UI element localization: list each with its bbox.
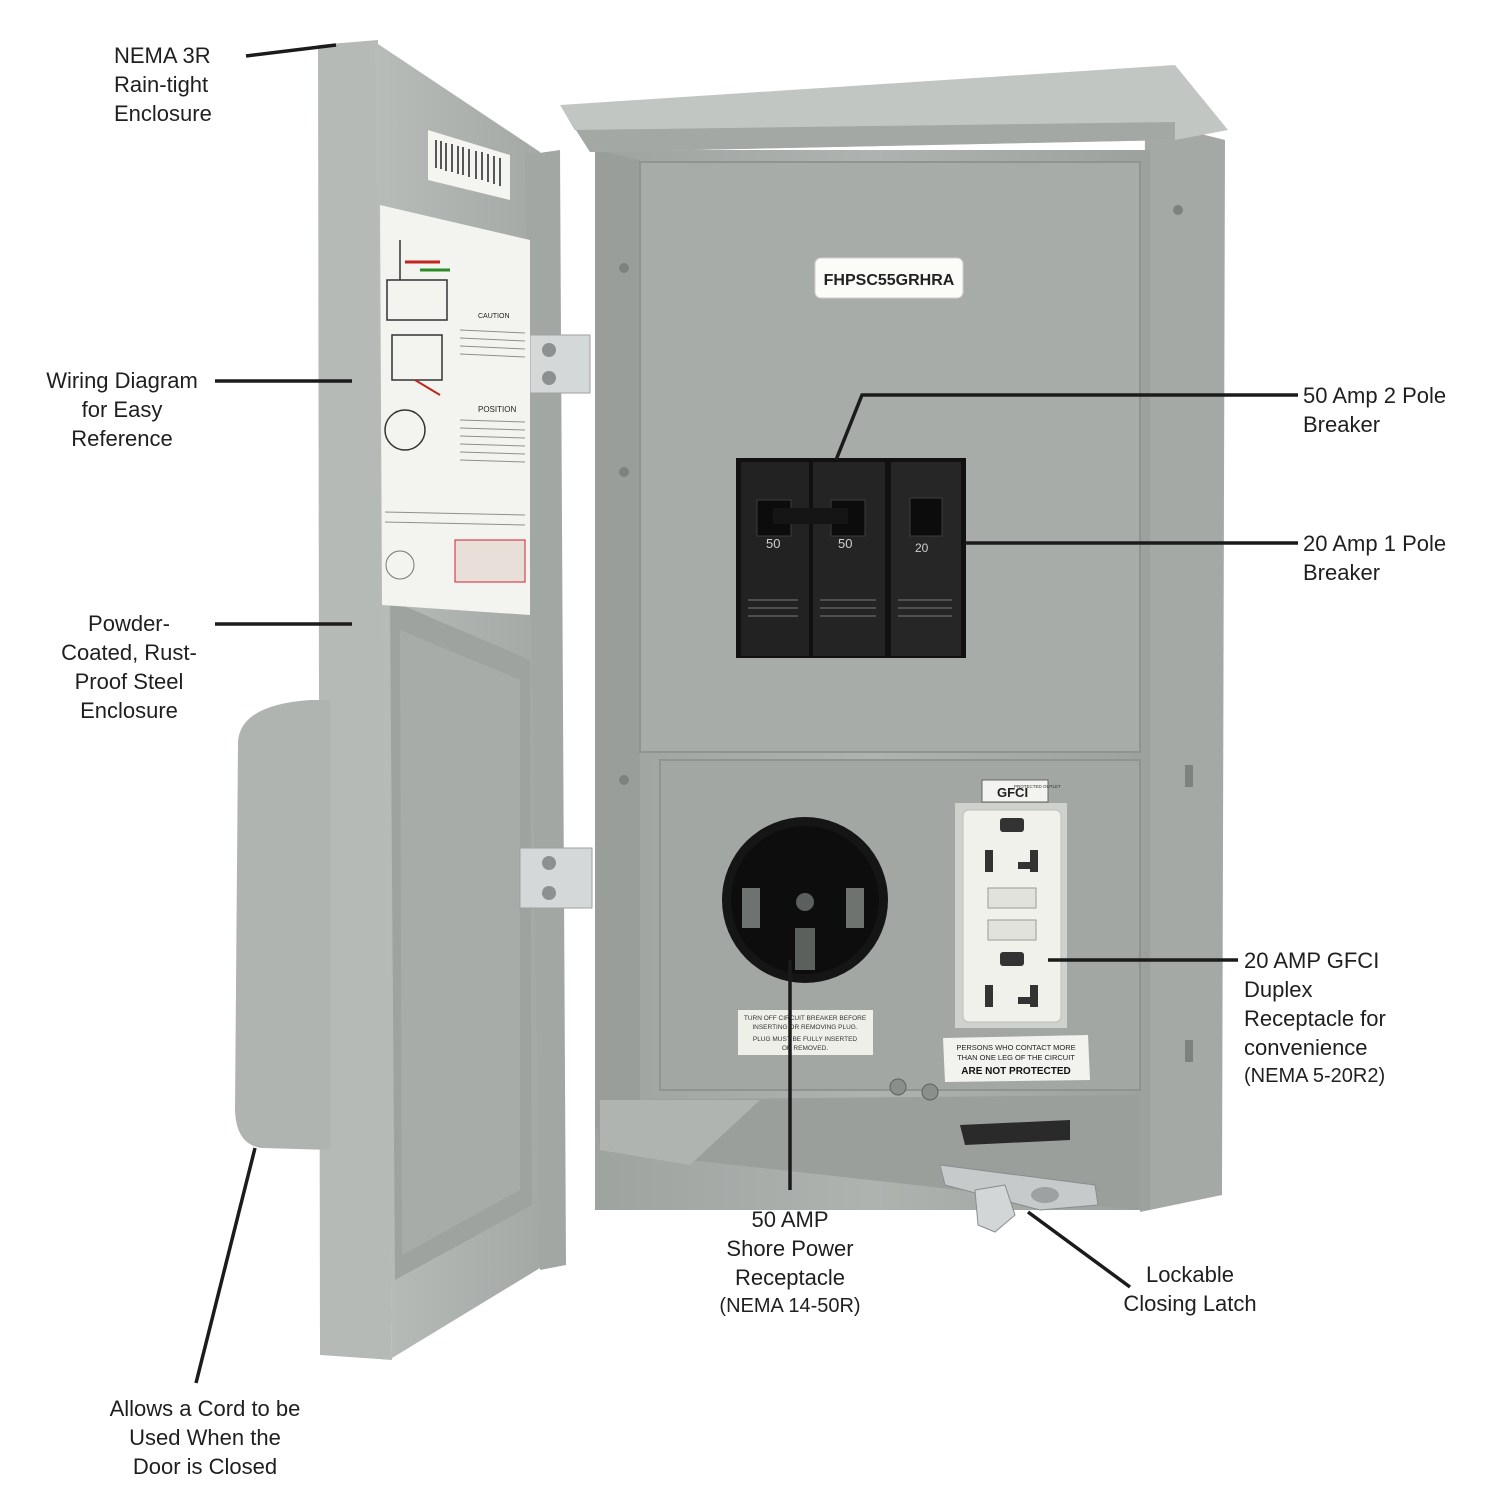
enclosure-side-wall	[1140, 120, 1225, 1212]
gfci-badge-sub: PROTECTED OUTLET	[1014, 784, 1061, 789]
callout-shore-line-1: 50 AMP	[751, 1207, 829, 1232]
callout-gfci: 20 AMP GFCI Duplex Receptacle for conven…	[1244, 946, 1386, 1091]
callout-breaker50: 50 Amp 2 Pole Breaker	[1303, 381, 1446, 439]
leader-breaker50	[834, 393, 1298, 461]
gfci-badge: GFCI	[997, 785, 1028, 800]
callout-breaker20-line-1: 20 Amp 1 Pole	[1303, 531, 1447, 556]
callout-shore: 50 AMP Shore Power Receptacle (NEMA 14-5…	[680, 1205, 900, 1321]
leader-cord	[194, 1147, 257, 1384]
callout-wiring-line-3: Reference	[71, 426, 173, 451]
door-label-position: POSITION	[478, 405, 516, 414]
breaker-block: 50 50 20	[736, 458, 966, 658]
callout-gfci-line-3: Receptacle for	[1244, 1006, 1386, 1031]
callout-nema3r-line-1: NEMA 3R	[114, 43, 211, 68]
callout-nema3r: NEMA 3R Rain-tight Enclosure	[114, 41, 212, 128]
callout-breaker50-line-1: 50 Amp 2 Pole	[1303, 383, 1447, 408]
receptacle-warning-label: TURN OFF CIRCUIT BREAKER BEFORE INSERTIN…	[738, 1010, 873, 1055]
leader-latch	[1026, 1210, 1132, 1289]
breaker-20a	[891, 462, 961, 656]
barcode-sticker	[428, 130, 510, 200]
breaker-50a-pole-1	[741, 462, 809, 656]
callout-latch-line-1: Lockable	[1145, 1262, 1235, 1287]
door-wiring-label: CAUTION POSITION	[380, 205, 530, 615]
callout-wiring-line-2: for Easy	[81, 397, 163, 422]
callout-shore-line-2: Shore Power	[726, 1236, 854, 1261]
callout-cord-line-3: Door is Closed	[132, 1454, 278, 1479]
receptacle-warning-line-2: INSERTING OR REMOVING PLUG.	[752, 1024, 858, 1031]
breaker-50a-pole-2	[813, 462, 885, 656]
closing-latch	[939, 1120, 1099, 1233]
callout-gfci-line-1: 20 AMP GFCI	[1244, 948, 1380, 973]
callout-cord: Allows a Cord to be Used When the Door i…	[80, 1394, 330, 1481]
gfci-receptacle: GFCI PROTECTED OUTLET	[955, 779, 1067, 1028]
callout-wiring-line-1: Wiring Diagram	[46, 368, 198, 393]
callout-latch-line-2: Closing Latch	[1123, 1291, 1257, 1316]
leader-lines	[194, 43, 1298, 1384]
gfci-warning-line-3: ARE NOT PROTECTED	[961, 1066, 1070, 1077]
callout-gfci-line-5: (NEMA 5-20R2)	[1244, 1065, 1386, 1087]
receptacle-warning-line-3: PLUG MUST BE FULLY INSERTED	[753, 1036, 858, 1043]
callout-powder-line-4: Enclosure	[80, 698, 178, 723]
callout-cord-line-2: Used When the	[129, 1425, 281, 1450]
callout-nema3r-line-3: Enclosure	[114, 101, 212, 126]
callout-powder-line-1: Powder-	[88, 611, 170, 636]
callout-nema3r-line-2: Rain-tight	[114, 72, 209, 97]
cord-recess-bump	[235, 700, 330, 1150]
gfci-warning-label: PERSONS WHO CONTACT MORE THAN ONE LEG OF…	[943, 1035, 1090, 1082]
callout-wiring: Wiring Diagram for Easy Reference	[22, 366, 222, 453]
breaker-rating-2: 50	[838, 536, 852, 551]
callout-breaker20: 20 Amp 1 Pole Breaker	[1303, 529, 1446, 587]
callout-gfci-line-4: convenience	[1244, 1035, 1368, 1060]
callout-breaker50-line-2: Breaker	[1303, 412, 1381, 437]
leader-nema3r	[245, 43, 337, 58]
model-label: FHPSC55GRHRA	[814, 257, 964, 299]
receptacle-14-50r	[722, 817, 888, 983]
breaker-rating-3: 20	[915, 541, 929, 555]
callout-shore-line-4: (NEMA 14-50R)	[719, 1295, 861, 1317]
callout-powder-line-2: Coated, Rust-	[61, 640, 197, 665]
breaker-rating-1: 50	[766, 536, 780, 551]
dead-front-cover	[639, 161, 1141, 753]
callout-gfci-line-2: Duplex	[1244, 977, 1313, 1002]
gfci-warning-line-2: THAN ONE LEG OF THE CIRCUIT	[957, 1053, 1075, 1062]
lower-hinge	[519, 847, 593, 909]
callout-cord-line-1: Allows a Cord to be	[109, 1396, 301, 1421]
model-label-text: FHPSC55GRHRA	[824, 272, 955, 289]
breaker-tie-bar	[773, 508, 848, 524]
gfci-warning-line-1: PERSONS WHO CONTACT MORE	[956, 1043, 1075, 1052]
door-label-caution: CAUTION	[478, 313, 510, 320]
callout-shore-line-3: Receptacle	[734, 1265, 846, 1290]
callout-latch: Lockable Closing Latch	[1100, 1260, 1280, 1318]
receptacle-warning-line-4: OR REMOVED.	[782, 1045, 828, 1052]
receptacle-warning-line-1: TURN OFF CIRCUIT BREAKER BEFORE	[744, 1015, 867, 1022]
callout-powder: Powder- Coated, Rust- Proof Steel Enclos…	[38, 609, 220, 725]
callout-powder-line-3: Proof Steel	[74, 669, 184, 694]
callout-breaker20-line-2: Breaker	[1303, 560, 1381, 585]
upper-hinge	[529, 334, 591, 394]
